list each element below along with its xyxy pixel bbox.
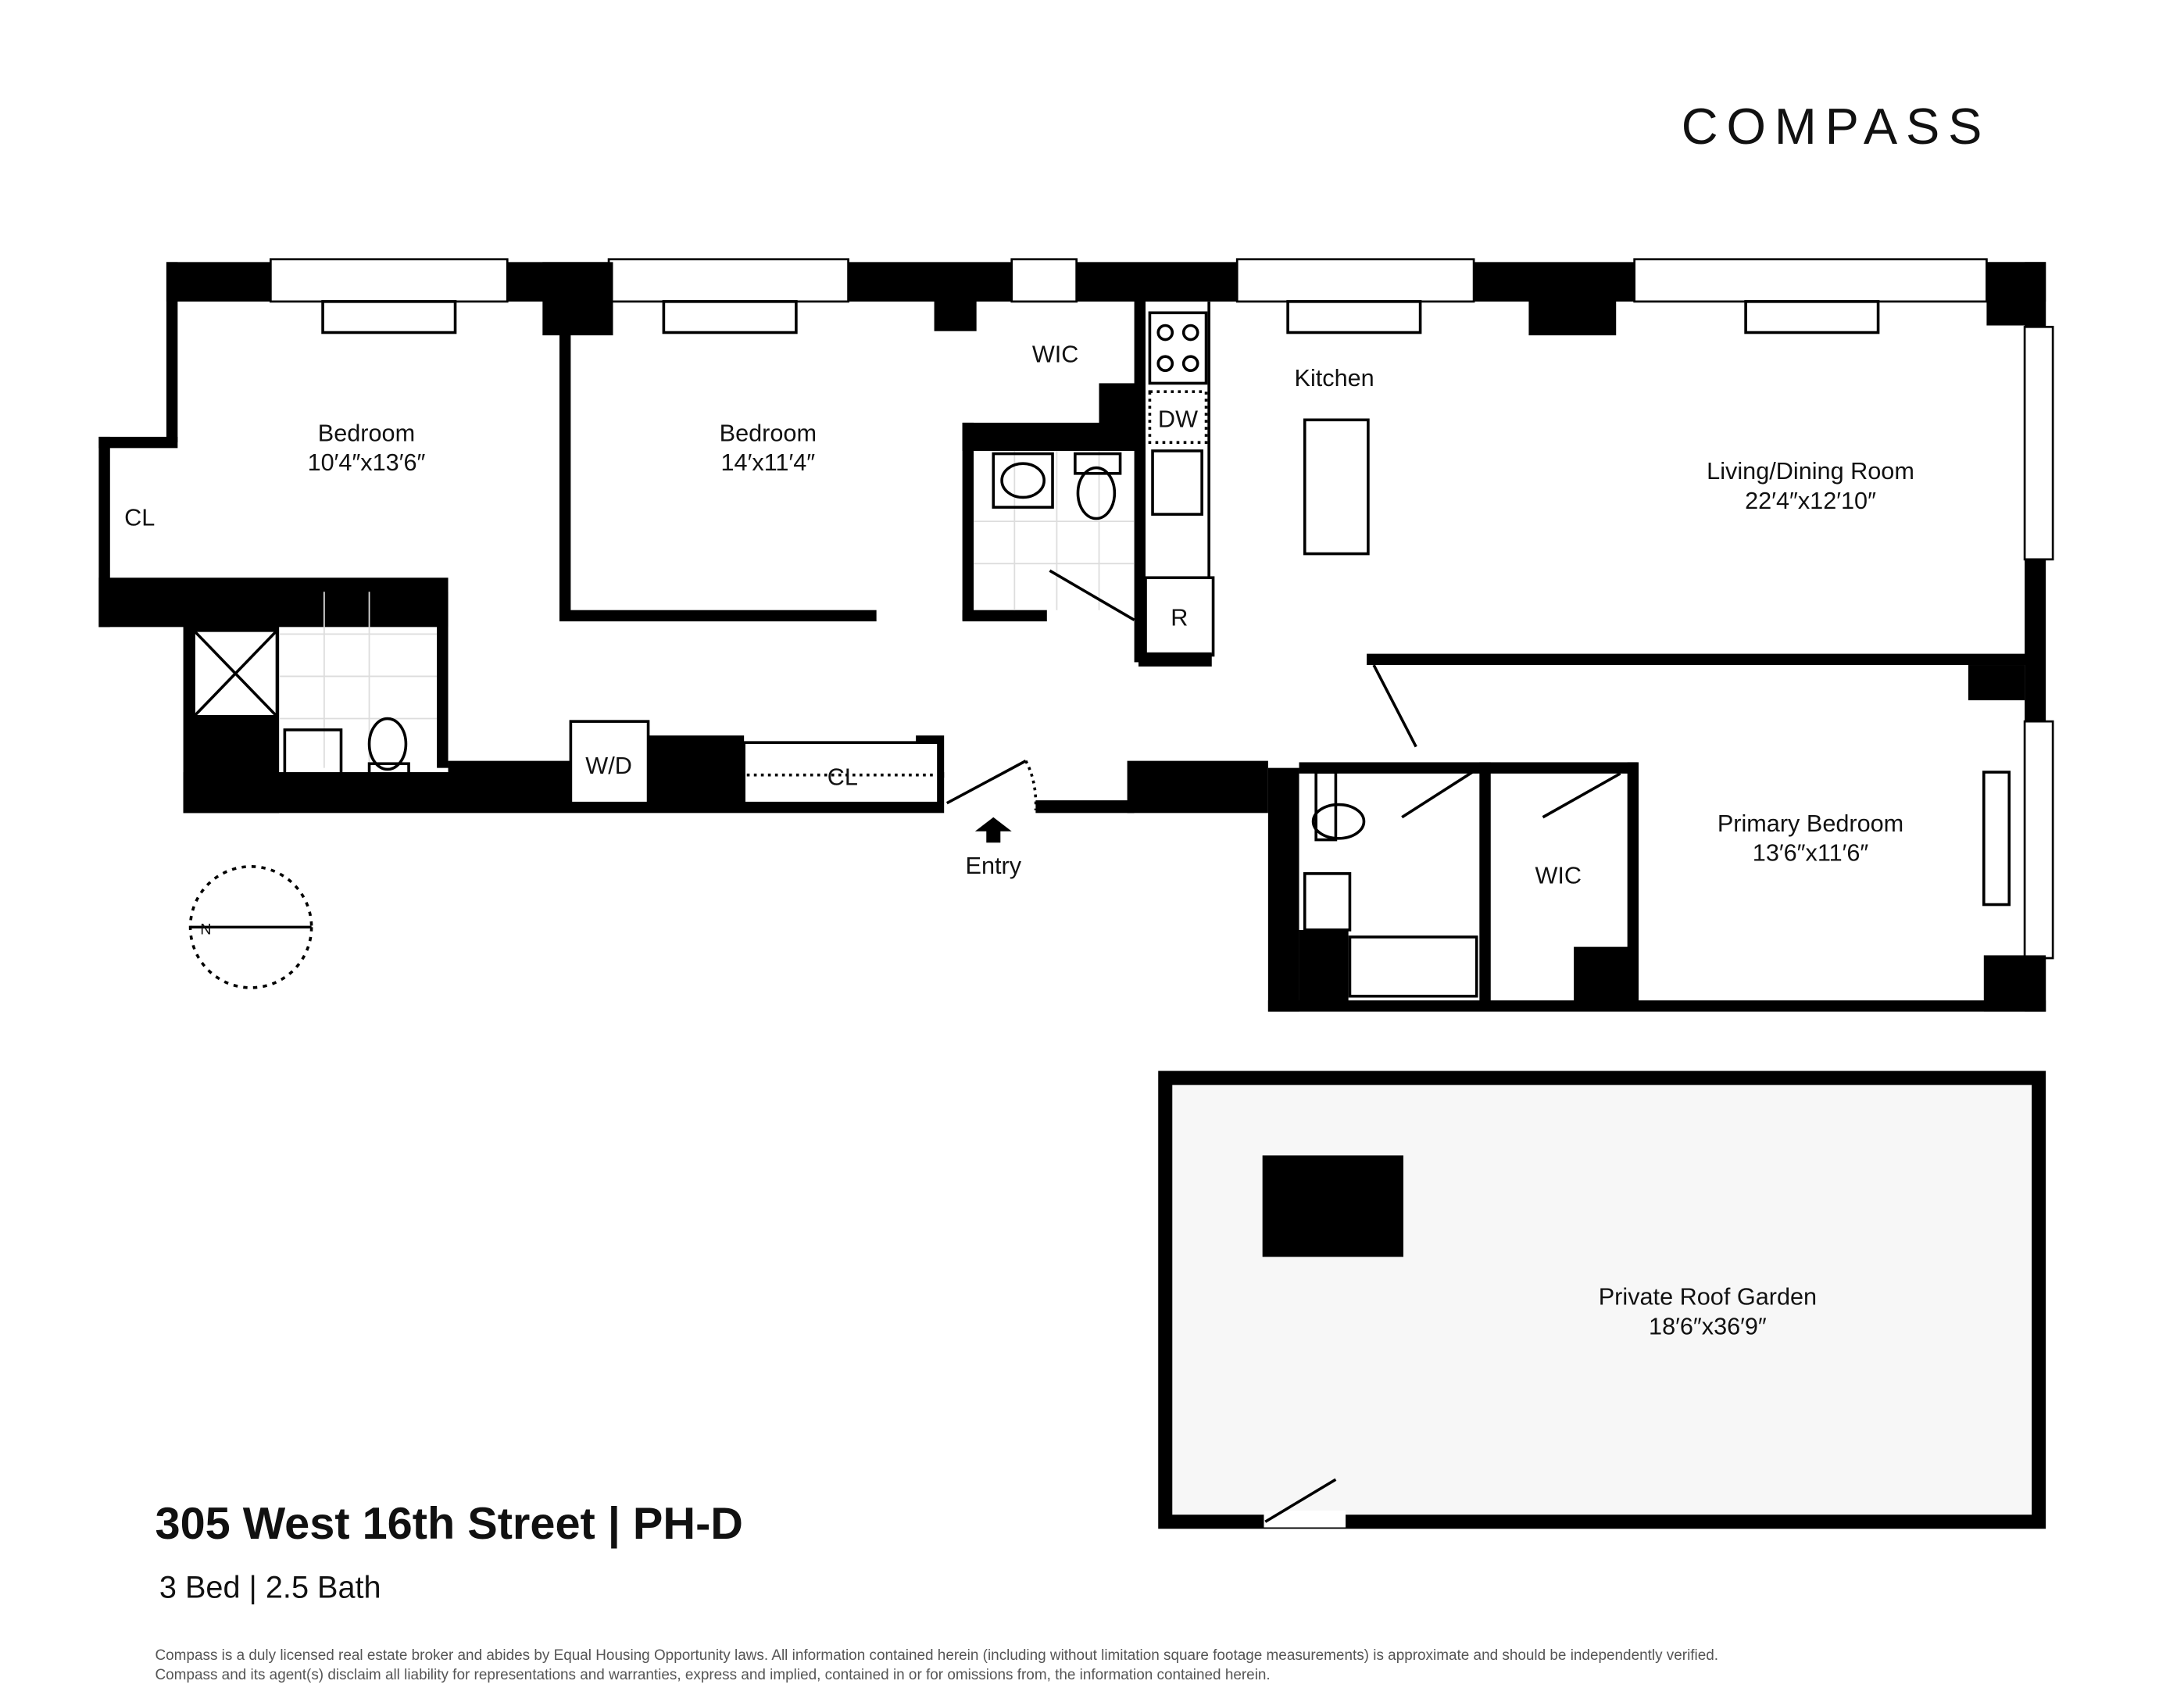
compass-rose-icon: N (188, 865, 313, 989)
label-cl: CL (124, 505, 155, 531)
roof-garden (1158, 1071, 2046, 1529)
label-wd: W/D (585, 753, 632, 779)
room-dims: 10′4″x13′6″ (308, 449, 426, 476)
walls (98, 258, 2054, 1012)
room-name: Bedroom (720, 420, 817, 446)
label-dw: DW (1158, 406, 1198, 432)
room-dims: 22′4″x12′10″ (1745, 488, 1876, 514)
label-wic: WIC (1535, 862, 1582, 889)
compass-logo: COMPASS (1682, 98, 1990, 155)
label-cl: CL (827, 764, 858, 790)
listing-title: 305 West 16th Street | PH-D (155, 1499, 743, 1549)
room-dims: 13′6″x11′6″ (1753, 840, 1869, 867)
label-wic: WIC (1032, 341, 1079, 367)
room-dims: 14′x11′4″ (721, 449, 816, 476)
label-entry: Entry (966, 853, 1022, 879)
disclaimer-line-1: Compass is a duly licensed real estate b… (155, 1647, 1719, 1664)
window (269, 258, 509, 303)
disclaimer-line-2: Compass and its agent(s) disclaim all li… (155, 1667, 1271, 1683)
listing-subtitle: 3 Bed | 2.5 Bath (159, 1571, 381, 1605)
room-name: Primary Bedroom (1718, 810, 1903, 837)
room-name: Living/Dining Room (1707, 458, 1914, 485)
entry-arrow-icon (974, 817, 1012, 843)
svg-text:N: N (200, 921, 211, 938)
label-r: R (1171, 605, 1188, 631)
room-dims: 18′6″x36′9″ (1649, 1313, 1767, 1339)
room-name: Private Roof Garden (1599, 1284, 1817, 1311)
room-name: Kitchen (1295, 365, 1374, 392)
room-name: Bedroom (318, 420, 415, 446)
